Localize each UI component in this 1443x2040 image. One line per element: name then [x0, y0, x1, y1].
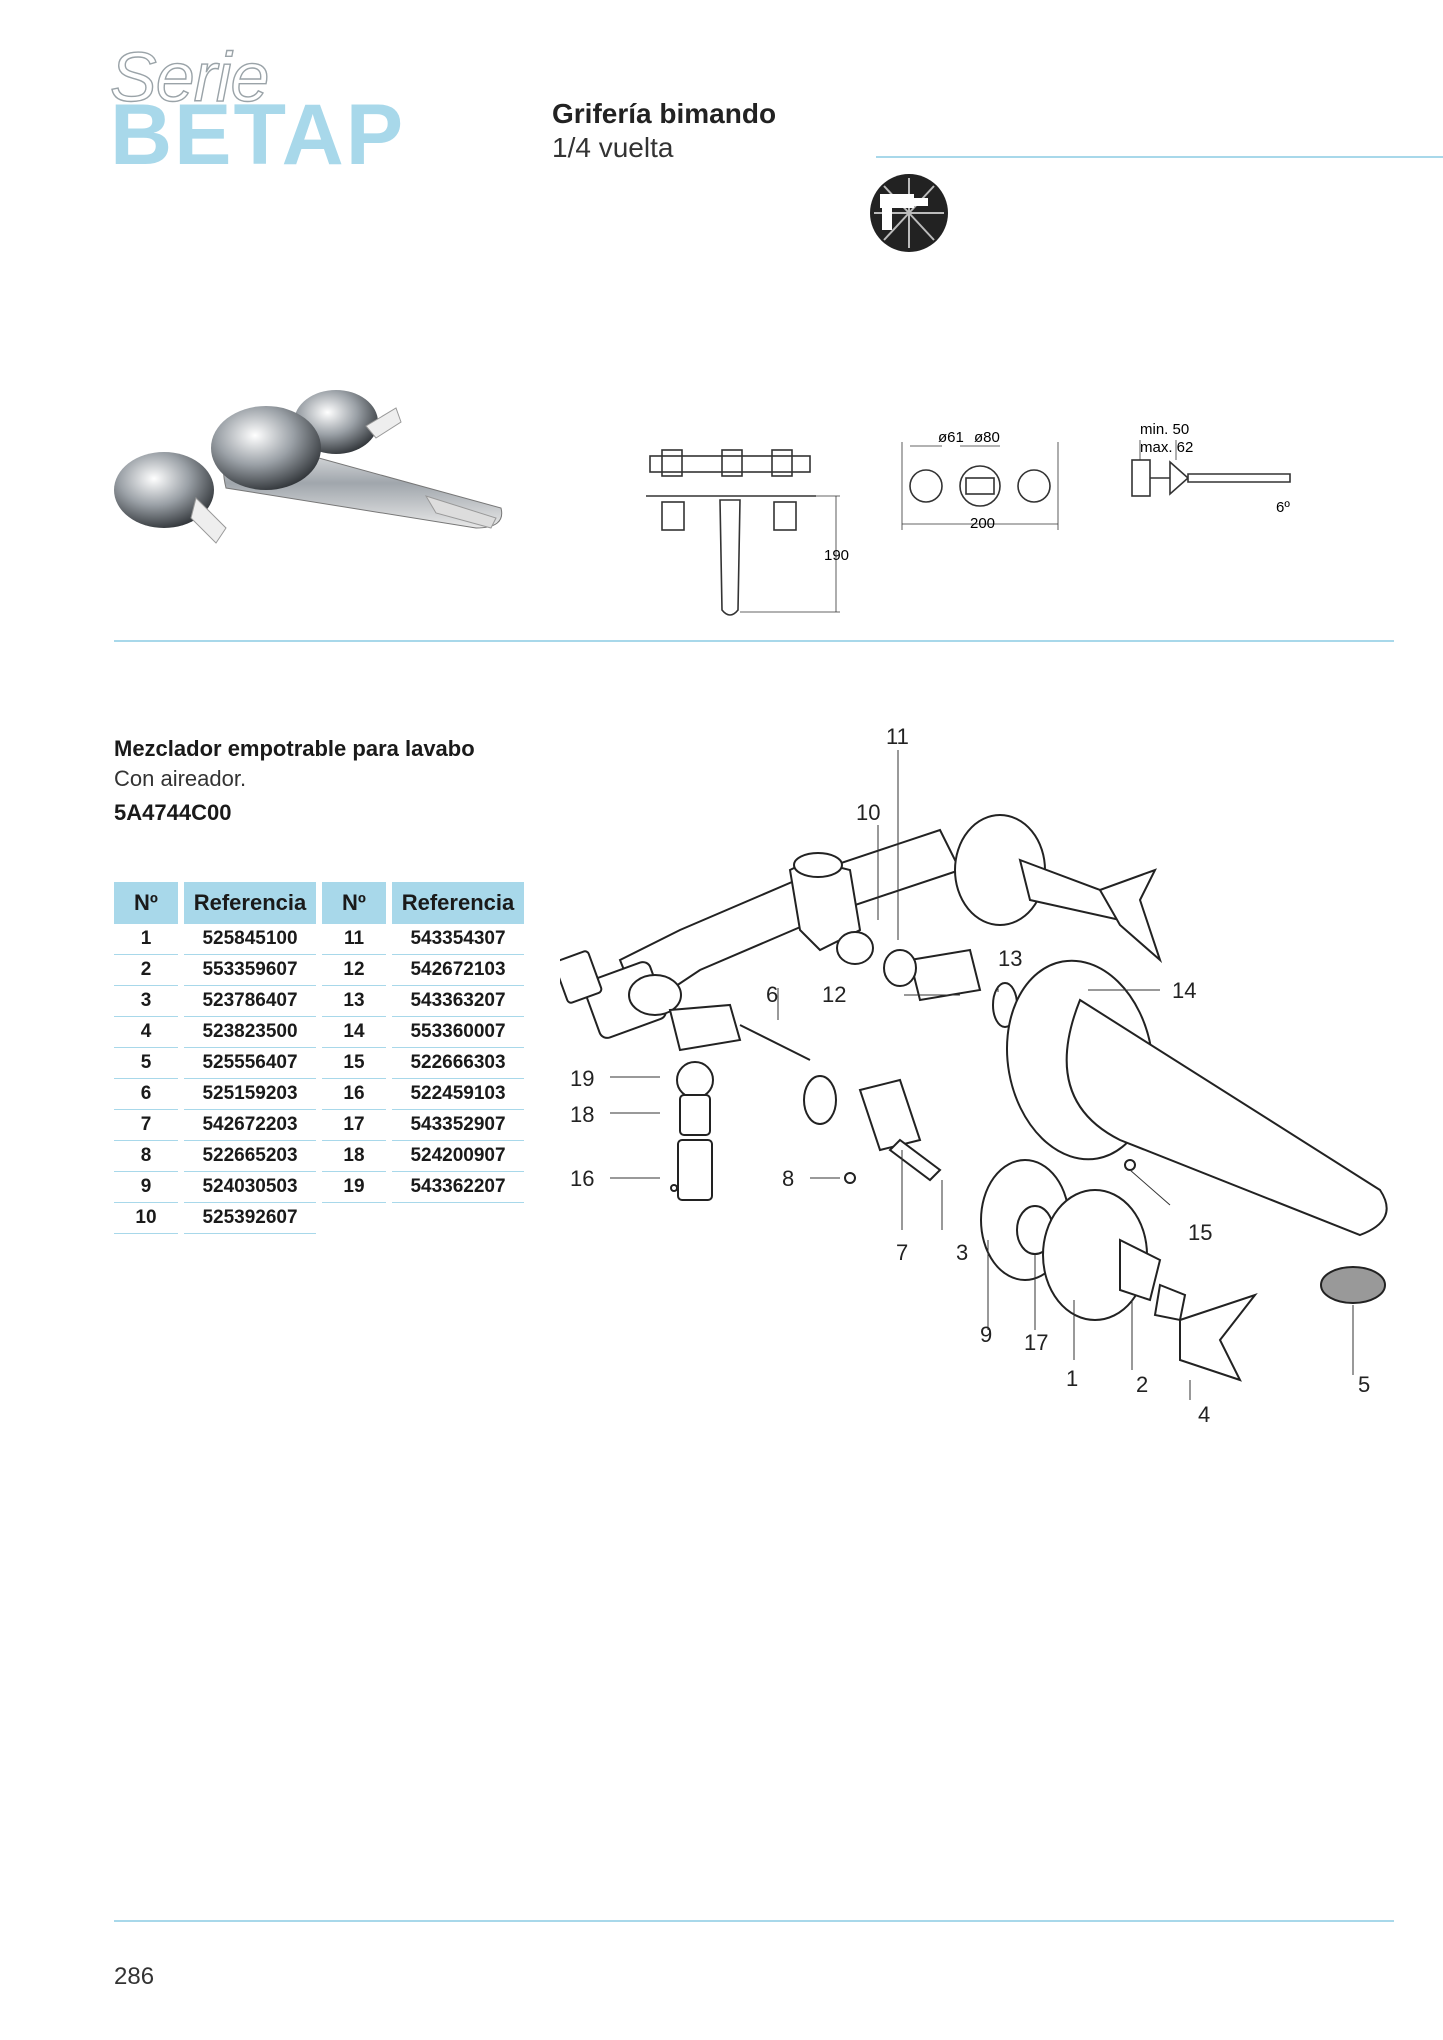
part-label-10: 10 — [856, 800, 880, 825]
table-cell-reference: 553360007 — [392, 1017, 524, 1048]
table-cell-number: 10 — [114, 1203, 178, 1234]
product-photo — [114, 390, 503, 544]
table-cell-reference: 543354307 — [392, 924, 524, 955]
table-cell-reference: 523823500 — [184, 1017, 316, 1048]
table-cell-number: 9 — [114, 1172, 178, 1203]
part-label-3: 3 — [956, 1240, 968, 1265]
table-cell-number: 6 — [114, 1079, 178, 1110]
part-label-8: 8 — [782, 1166, 794, 1191]
table-cell-number: 8 — [114, 1141, 178, 1172]
serie-label: Serie — [109, 38, 270, 116]
table-cell-reference: 522665203 — [184, 1141, 316, 1172]
dim-190: 190 — [824, 547, 849, 564]
part-label-1: 1 — [1066, 1366, 1078, 1391]
table-cell-reference: 553359607 — [184, 955, 316, 986]
table-cell-number: 2 — [114, 955, 178, 986]
table-cell-reference: 523786407 — [184, 986, 316, 1017]
part-label-19: 19 — [570, 1066, 594, 1091]
table-cell-number: 13 — [322, 986, 386, 1017]
table-cell-reference: 525556407 — [184, 1048, 316, 1079]
table-header-row: Nº Referencia Nº Referencia — [114, 882, 524, 924]
table-cell-reference: 525845100 — [184, 924, 316, 955]
table-cell-number — [322, 1203, 386, 1234]
table-cell-reference: 522459103 — [392, 1079, 524, 1110]
quarter-turn-icon — [870, 174, 948, 252]
footer-rule — [114, 1920, 1394, 1922]
table-cell-reference: 525392607 — [184, 1203, 316, 1234]
part-label-16: 16 — [570, 1166, 594, 1191]
table-cell-reference: 542672103 — [392, 955, 524, 986]
page-subtitle: 1/4 vuelta — [552, 132, 674, 163]
table-cell-number: 16 — [322, 1079, 386, 1110]
page-title: Grifería bimando — [552, 98, 777, 129]
table-cell-number: 19 — [322, 1172, 386, 1203]
part-label-13: 13 — [998, 946, 1022, 971]
dim-max: max. 62 — [1140, 439, 1193, 456]
part-label-6: 6 — [766, 982, 778, 1007]
product-title: Mezclador empotrable para lavabo — [114, 736, 475, 761]
table-cell-number: 15 — [322, 1048, 386, 1079]
table-cell-number: 18 — [322, 1141, 386, 1172]
table-cell-number: 1 — [114, 924, 178, 955]
part-label-4: 4 — [1198, 1402, 1210, 1427]
dim-200: 200 — [970, 515, 995, 532]
part-label-14: 14 — [1172, 978, 1196, 1003]
dim-min: min. 50 — [1140, 421, 1189, 438]
part-label-15: 15 — [1188, 1220, 1212, 1245]
table-cell-reference — [392, 1203, 524, 1234]
dim-d80: ø80 — [974, 429, 1000, 446]
part-label-17: 17 — [1024, 1330, 1048, 1355]
table-cell-number: 4 — [114, 1017, 178, 1048]
part-label-7: 7 — [896, 1240, 908, 1265]
table-cell-number: 7 — [114, 1110, 178, 1141]
part-label-2: 2 — [1136, 1372, 1148, 1397]
table-cell-number: 11 — [322, 924, 386, 955]
table-cell-reference: 543352907 — [392, 1110, 524, 1141]
header-no: Nº — [114, 882, 178, 924]
header-ref: Referencia — [184, 882, 316, 924]
table-cell-number: 17 — [322, 1110, 386, 1141]
table-cell-reference: 525159203 — [184, 1079, 316, 1110]
table-cell-reference: 524030503 — [184, 1172, 316, 1203]
part-label-12: 12 — [822, 982, 846, 1007]
table-cell-reference: 543363207 — [392, 986, 524, 1017]
part-label-5: 5 — [1358, 1372, 1370, 1397]
table-cell-reference: 522666303 — [392, 1048, 524, 1079]
page-number: 286 — [114, 1963, 155, 1990]
table-cell-reference: 543362207 — [392, 1172, 524, 1203]
part-label-11: 11 — [886, 724, 909, 749]
table-cell-reference: 524200907 — [392, 1141, 524, 1172]
table-cell-number: 5 — [114, 1048, 178, 1079]
dim-d61: ø61 — [938, 429, 964, 446]
section-divider — [114, 640, 1394, 642]
header-ref: Referencia — [392, 882, 524, 924]
header-no: Nº — [322, 882, 386, 924]
table-cell-number: 12 — [322, 955, 386, 986]
product-code: 5A4744C00 — [114, 800, 232, 825]
product-subtitle: Con aireador. — [114, 766, 247, 791]
betap-logo-text: BETAP — [110, 87, 406, 183]
part-label-18: 18 — [570, 1102, 594, 1127]
table-cell-number: 3 — [114, 986, 178, 1017]
table-cell-number: 14 — [322, 1017, 386, 1048]
header-rule — [876, 156, 1443, 158]
dim-angle: 6º — [1276, 499, 1290, 516]
dimension-drawings: ø61 ø80 200 190 min. 50 max. 62 6º — [646, 421, 1291, 616]
part-label-9: 9 — [980, 1322, 992, 1347]
table-cell-reference: 542672203 — [184, 1110, 316, 1141]
